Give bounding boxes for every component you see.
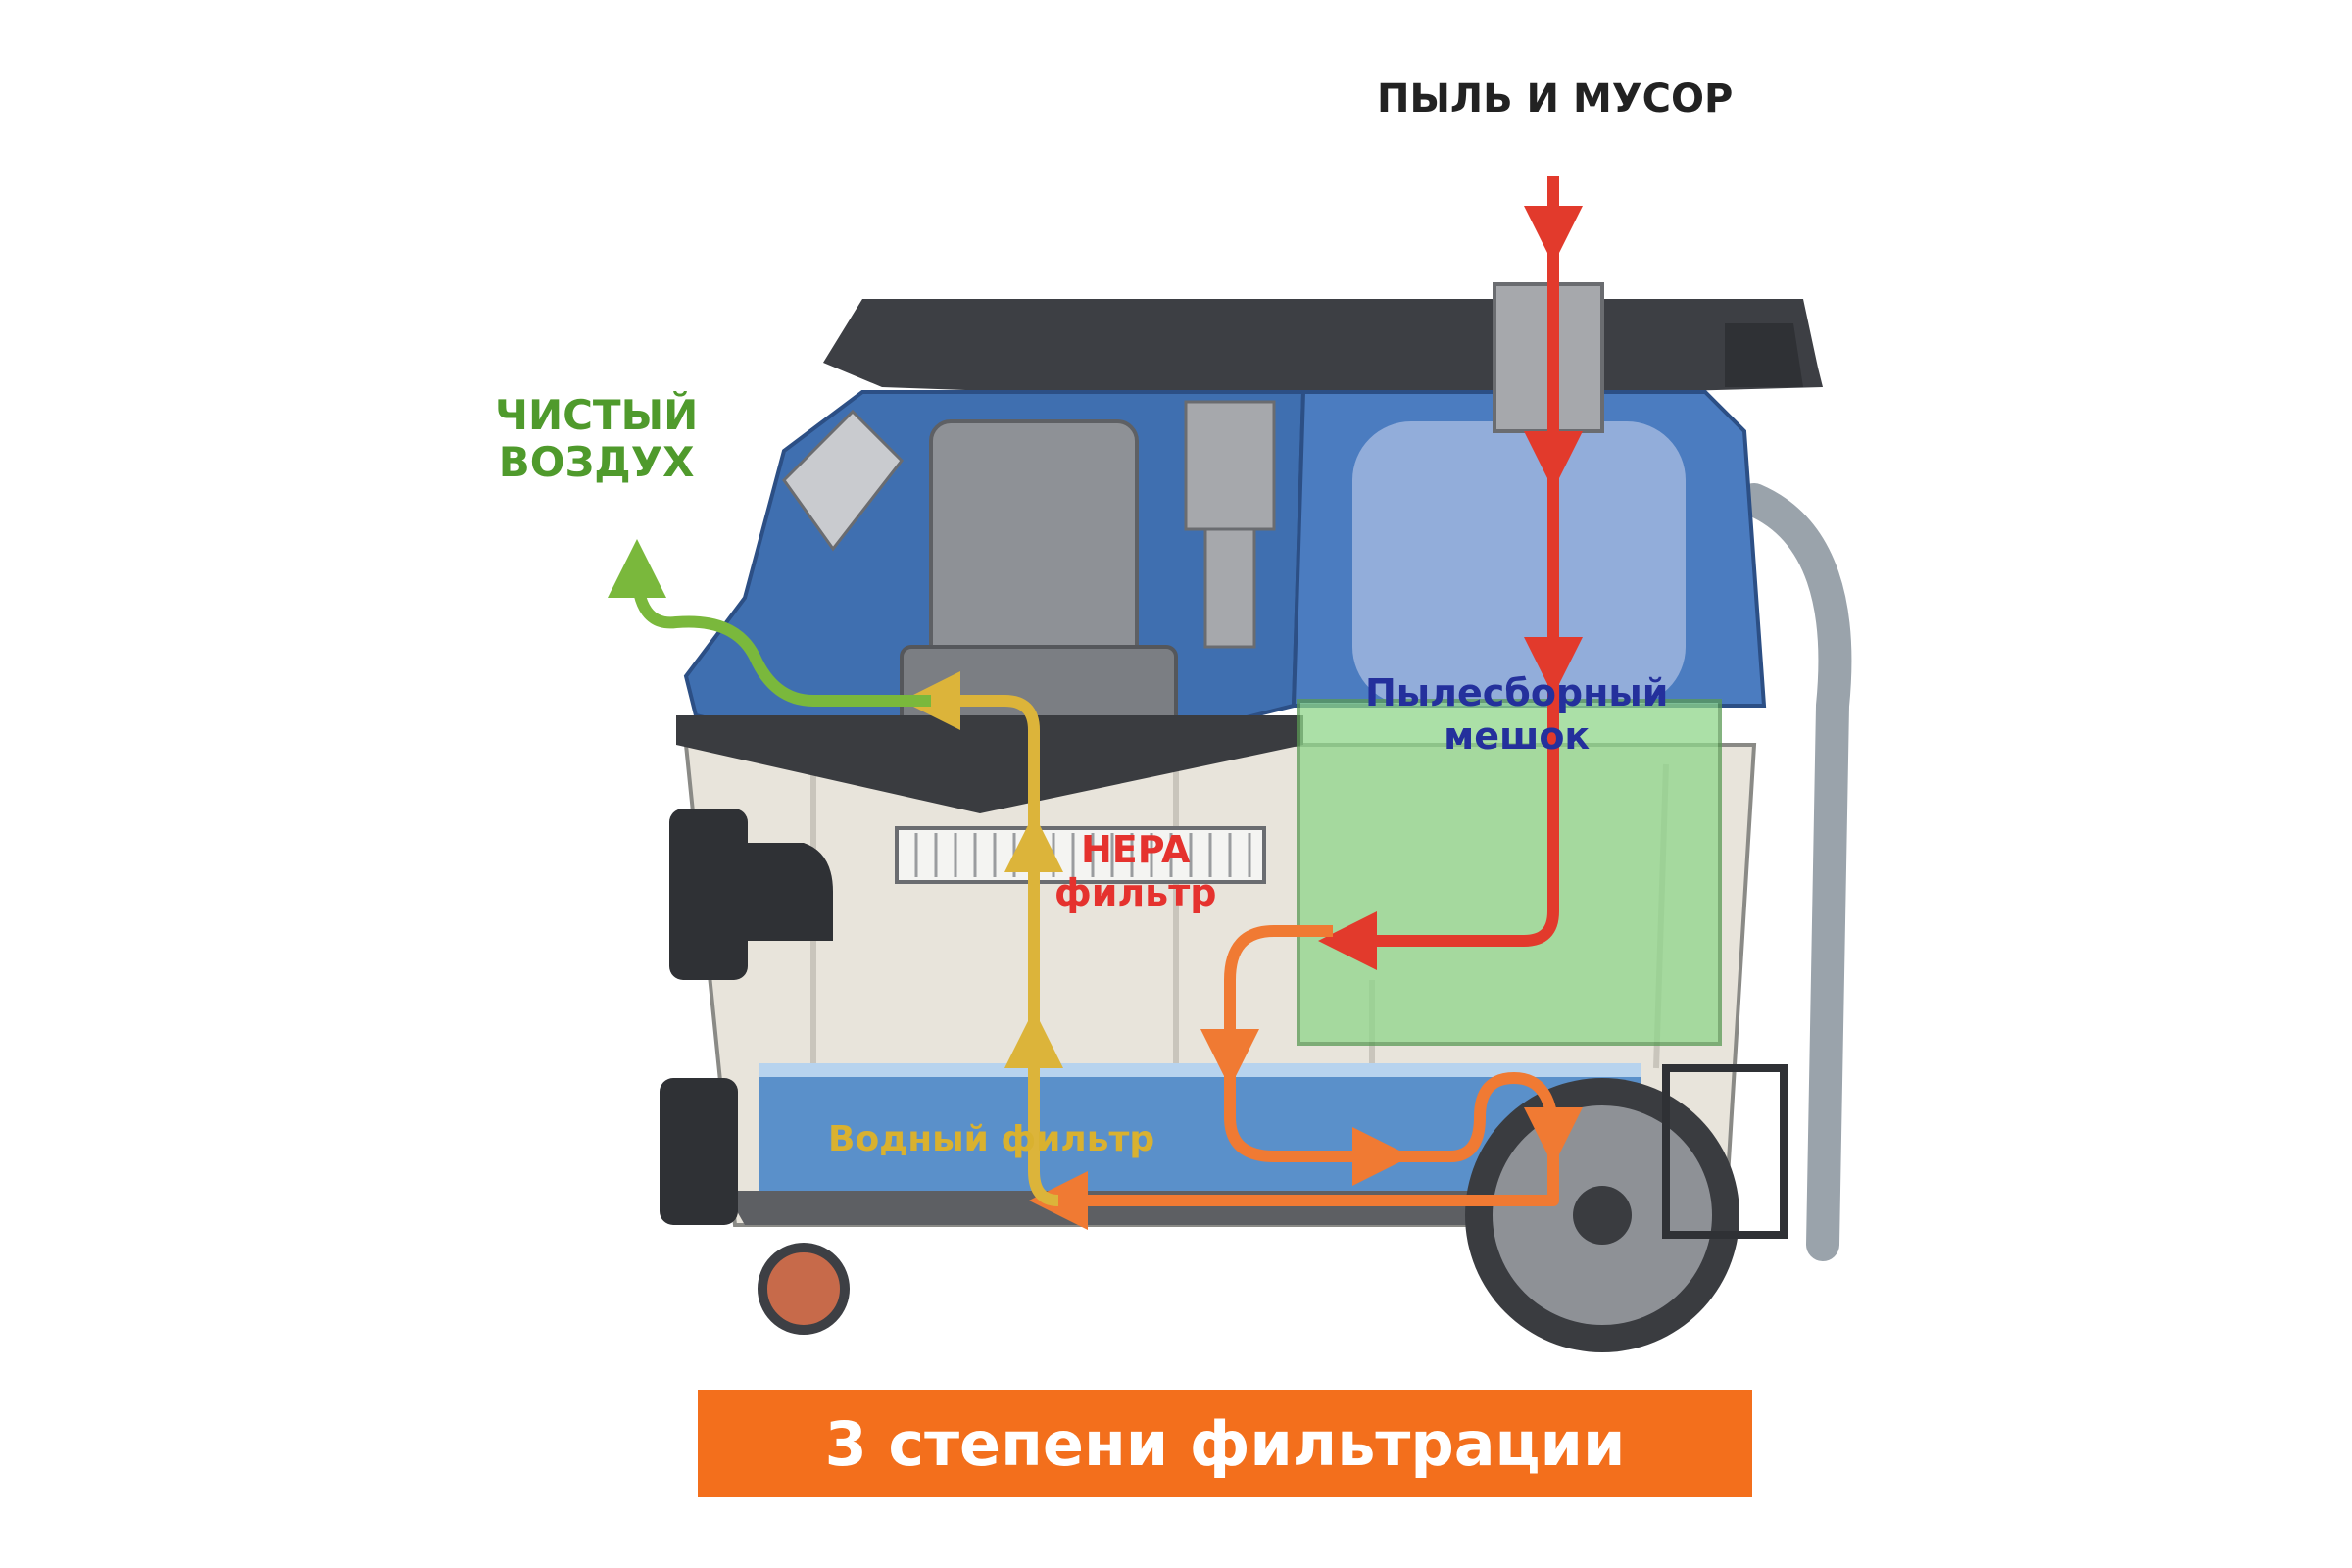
top-lid [823,299,1823,402]
bag-upper-area [1352,421,1686,706]
label-dust-bag-line2: мешок [1444,713,1591,758]
flow-dust-to-water [1029,925,1559,1230]
label-water-filter: Водный фильтр [828,1119,1154,1159]
label-hepa-line1: HEPA [1080,828,1191,871]
lid-seal-band [676,715,1303,813]
label-clean-air-line1: ЧИСТЫЙ [495,391,699,439]
filtration-banner-text: 3 степени фильтрации [824,1407,1626,1480]
label-hepa-filter: HEPA фильтр [1054,828,1217,914]
label-dust-bag: Пылесборный мешок [1365,671,1669,758]
dust-bag [1297,699,1722,1046]
label-dust-debris: ПЫЛЬ И МУСОР [1377,76,1733,122]
exhaust-vent [782,409,904,552]
label-clean-air-line2: ВОЗДУХ [498,438,695,487]
front-wheel [758,1243,850,1335]
hepa-filter [895,826,1266,884]
carry-handle [1725,323,1803,387]
hose-ports [660,808,833,1225]
wheel-cage [1662,1064,1788,1239]
label-hepa-line2: фильтр [1054,870,1217,914]
side-hose [1738,483,1852,1261]
label-dust-bag-line1: Пылесборный [1365,671,1669,714]
flow-clean-air [608,539,931,707]
flow-dust-in [1318,176,1559,970]
label-water-filter-text: Водный фильтр [828,1119,1155,1159]
label-clean-air: ЧИСТЫЙ ВОЗДУХ [495,391,699,487]
label-dust-text: ПЫЛЬ И МУСОР [1377,76,1734,122]
filtration-banner: 3 степени фильтрации [698,1390,1752,1497]
rear-wheel-axle [1573,1186,1632,1245]
flow-filtered-up [902,671,1059,1206]
